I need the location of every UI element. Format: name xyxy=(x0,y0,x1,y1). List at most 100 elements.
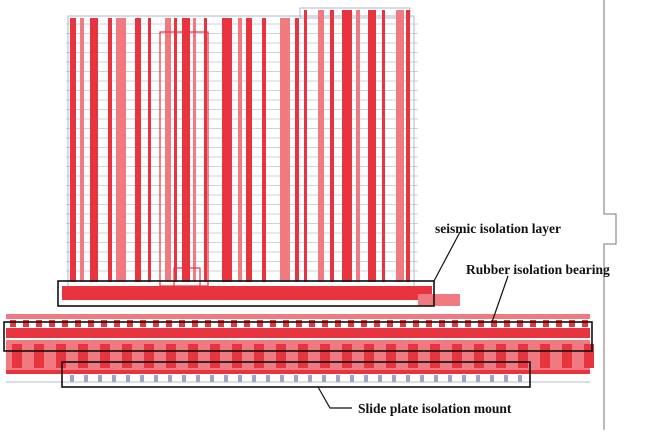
bearing-block xyxy=(179,320,185,327)
bearing-block xyxy=(62,320,68,327)
isolation-layer-band xyxy=(62,286,432,300)
slide-plate-mount xyxy=(224,375,228,382)
slide-leader xyxy=(317,386,352,409)
bearing-block xyxy=(491,320,497,327)
bearing-block xyxy=(530,320,536,327)
slide-plate-mount xyxy=(490,375,494,382)
podium-column xyxy=(386,344,396,368)
bearing-block xyxy=(36,320,42,327)
bearing-block xyxy=(270,320,276,327)
podium-column xyxy=(188,344,198,368)
tower-column xyxy=(295,18,299,282)
tower-column xyxy=(238,18,242,282)
slide-plate-mount xyxy=(280,375,284,382)
rubber-isolation-bearing-label: Rubber isolation bearing xyxy=(466,262,610,277)
slide-plate-mount xyxy=(420,375,424,382)
bearing-block xyxy=(543,320,549,327)
tower-column xyxy=(182,18,190,282)
bearing-block xyxy=(283,320,289,327)
slide-plate-mount xyxy=(168,375,172,382)
podium-column xyxy=(452,344,462,368)
bearing-block xyxy=(309,320,315,327)
tower-column xyxy=(70,18,76,282)
rubber-bearing-box xyxy=(3,321,593,352)
bearing-block xyxy=(348,320,354,327)
podium-column xyxy=(298,344,308,368)
slide-plate-mount xyxy=(476,375,480,382)
slide-plate-mount xyxy=(126,375,130,382)
bearing-block xyxy=(413,320,419,327)
podium-column xyxy=(122,344,132,368)
bearing-block xyxy=(166,320,172,327)
bearing-block xyxy=(465,320,471,327)
boundary-polyline xyxy=(603,0,617,430)
slide-plate-mount xyxy=(154,375,158,382)
bearing-block xyxy=(517,320,523,327)
tower-column xyxy=(368,10,376,282)
slide-plate-mount xyxy=(84,375,88,382)
bearing-block xyxy=(374,320,380,327)
bearing-block xyxy=(153,320,159,327)
seismic-isolation-layer-label: seismic isolation layer xyxy=(435,221,561,236)
slide-plate-mount xyxy=(392,375,396,382)
slide-plate-mount xyxy=(504,375,508,382)
seismic-leader xyxy=(433,231,461,282)
slide-plate-mount xyxy=(518,375,522,382)
podium-column xyxy=(320,344,330,368)
slide-plate-isolation-mount-label: Slide plate isolation mount xyxy=(358,401,512,416)
bearing-block xyxy=(192,320,198,327)
bearing-block xyxy=(114,320,120,327)
slide-plate-mount xyxy=(140,375,144,382)
bearing-block xyxy=(101,320,107,327)
podium-column xyxy=(364,344,374,368)
bearing-block xyxy=(218,320,224,327)
podium-column xyxy=(100,344,110,368)
seismic-layer-box xyxy=(57,280,435,307)
bearing-block xyxy=(439,320,445,327)
podium-column xyxy=(210,344,220,368)
tower-columns xyxy=(70,10,410,289)
slide-plate-mount xyxy=(434,375,438,382)
bearing-block xyxy=(10,320,16,327)
tower-column xyxy=(262,18,266,282)
bearing-block xyxy=(478,320,484,327)
podium-structure xyxy=(6,286,594,383)
podium-column xyxy=(166,344,176,368)
slide-plate-mount xyxy=(182,375,186,382)
slide-plate-box xyxy=(61,361,531,388)
slide-plate-mount xyxy=(252,375,256,382)
tower-column xyxy=(356,10,360,282)
slide-plate-mount xyxy=(266,375,270,382)
leader-lines xyxy=(317,231,509,409)
slide-plate-mount xyxy=(98,375,102,382)
base-slab xyxy=(6,370,590,374)
slide-plate-mount xyxy=(196,375,200,382)
podium-column xyxy=(78,344,88,368)
tower-column xyxy=(90,18,98,282)
bearing-block xyxy=(205,320,211,327)
bearing-block xyxy=(335,320,341,327)
podium-step xyxy=(418,294,460,306)
bearing-block xyxy=(504,320,510,327)
slide-plate-mount xyxy=(462,375,466,382)
slide-plate-mount xyxy=(308,375,312,382)
bearing-block xyxy=(296,320,302,327)
tower-column xyxy=(396,10,404,282)
bearing-block xyxy=(361,320,367,327)
slide-plate-mount xyxy=(322,375,326,382)
slide-plate-mount xyxy=(448,375,452,382)
bearing-block xyxy=(582,320,588,327)
bearing-block xyxy=(244,320,250,327)
podium-column xyxy=(34,344,44,368)
boundary-line xyxy=(603,0,617,430)
slide-plate-mount xyxy=(238,375,242,382)
bearing-block xyxy=(400,320,406,327)
slide-plate-mount xyxy=(350,375,354,382)
slide-plate-mount xyxy=(364,375,368,382)
podium-column xyxy=(56,344,66,368)
bearing-block xyxy=(387,320,393,327)
tower-column xyxy=(222,18,232,282)
bearing-block xyxy=(49,320,55,327)
